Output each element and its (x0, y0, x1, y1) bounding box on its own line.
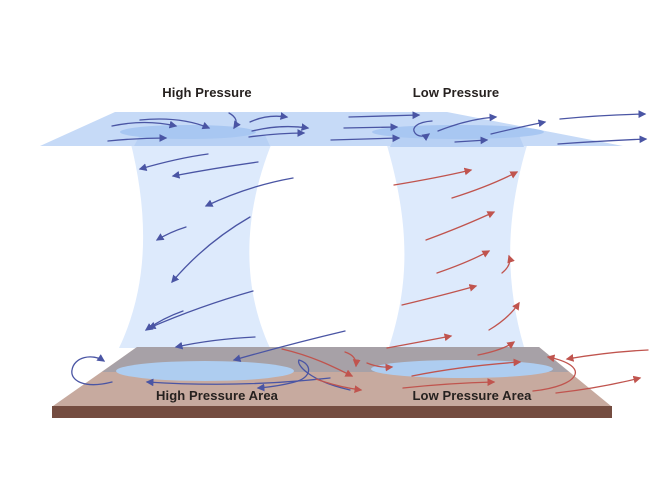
flow-arrow (348, 111, 421, 120)
flow-arrow (425, 211, 496, 241)
flow-arrow (532, 354, 576, 392)
surface-transfer-arrows (281, 348, 394, 394)
aloft-flow-arrows-low (330, 110, 648, 145)
flow-arrow (111, 120, 178, 129)
surface-high-pressure-label: High Pressure Area (156, 388, 278, 403)
flow-arrow (402, 378, 496, 389)
aloft-flow-arrows-high (107, 112, 310, 142)
ascending-air-arrows (386, 167, 520, 356)
flow-arrow (555, 375, 642, 394)
flow-arrow (565, 349, 649, 362)
flow-arrow (139, 118, 211, 130)
flow-arrow (138, 153, 209, 171)
flow-arrow (386, 333, 453, 349)
descending-air-arrows (138, 153, 294, 350)
flow-arrow (107, 134, 168, 142)
flow-arrow (248, 129, 306, 138)
flow-arrow (315, 378, 363, 394)
flow-arrow (343, 123, 399, 132)
flow-arrow (490, 119, 547, 135)
flow-arrow (451, 171, 519, 199)
aloft-low-pressure-label: Low Pressure (412, 85, 500, 100)
flow-arrow (71, 354, 113, 386)
high-pressure-aloft-ellipse (120, 125, 256, 139)
surface-low-pressure-label: Low Pressure Area (412, 388, 532, 403)
flow-arrow (330, 134, 401, 143)
surface-inflow-arrows (402, 349, 649, 394)
flow-arrow (477, 341, 516, 356)
flow-arrow (174, 336, 256, 350)
flow-arrow (155, 226, 187, 241)
low-pressure-air-column (386, 142, 528, 347)
flow-arrow (147, 290, 254, 330)
flow-arrow (488, 301, 520, 331)
flow-arrow (411, 358, 522, 377)
flow-arrow (501, 254, 515, 274)
flow-arrow (454, 136, 489, 145)
low-pressure-surface-ellipse (371, 360, 553, 378)
flow-arrow (393, 167, 473, 186)
high-pressure-surface-ellipse (116, 361, 294, 381)
flow-arrow (256, 359, 351, 392)
flow-arrow (413, 120, 433, 142)
flow-arrow (557, 135, 648, 145)
flow-arrow (281, 348, 354, 377)
flow-arrow (437, 113, 498, 132)
flow-arrow (249, 112, 289, 123)
flow-arrow (232, 330, 346, 362)
flow-arrow (559, 110, 647, 120)
surface-outflow-arrows (71, 330, 351, 392)
flow-arrow (144, 310, 184, 331)
low-pressure-aloft-ellipse (372, 125, 544, 139)
flow-arrow (204, 177, 294, 207)
flow-arrow (228, 112, 241, 130)
flow-arrow (251, 123, 310, 132)
flow-arrow (145, 377, 331, 387)
flow-arrow (171, 161, 259, 179)
flow-arrow (436, 250, 491, 274)
flow-arrow (401, 284, 478, 306)
ground-front-face (52, 406, 612, 418)
aloft-high-pressure-label: High Pressure (162, 85, 252, 100)
flow-arrow (171, 216, 251, 283)
flow-arrow (344, 351, 361, 368)
flow-arrow (366, 362, 394, 372)
